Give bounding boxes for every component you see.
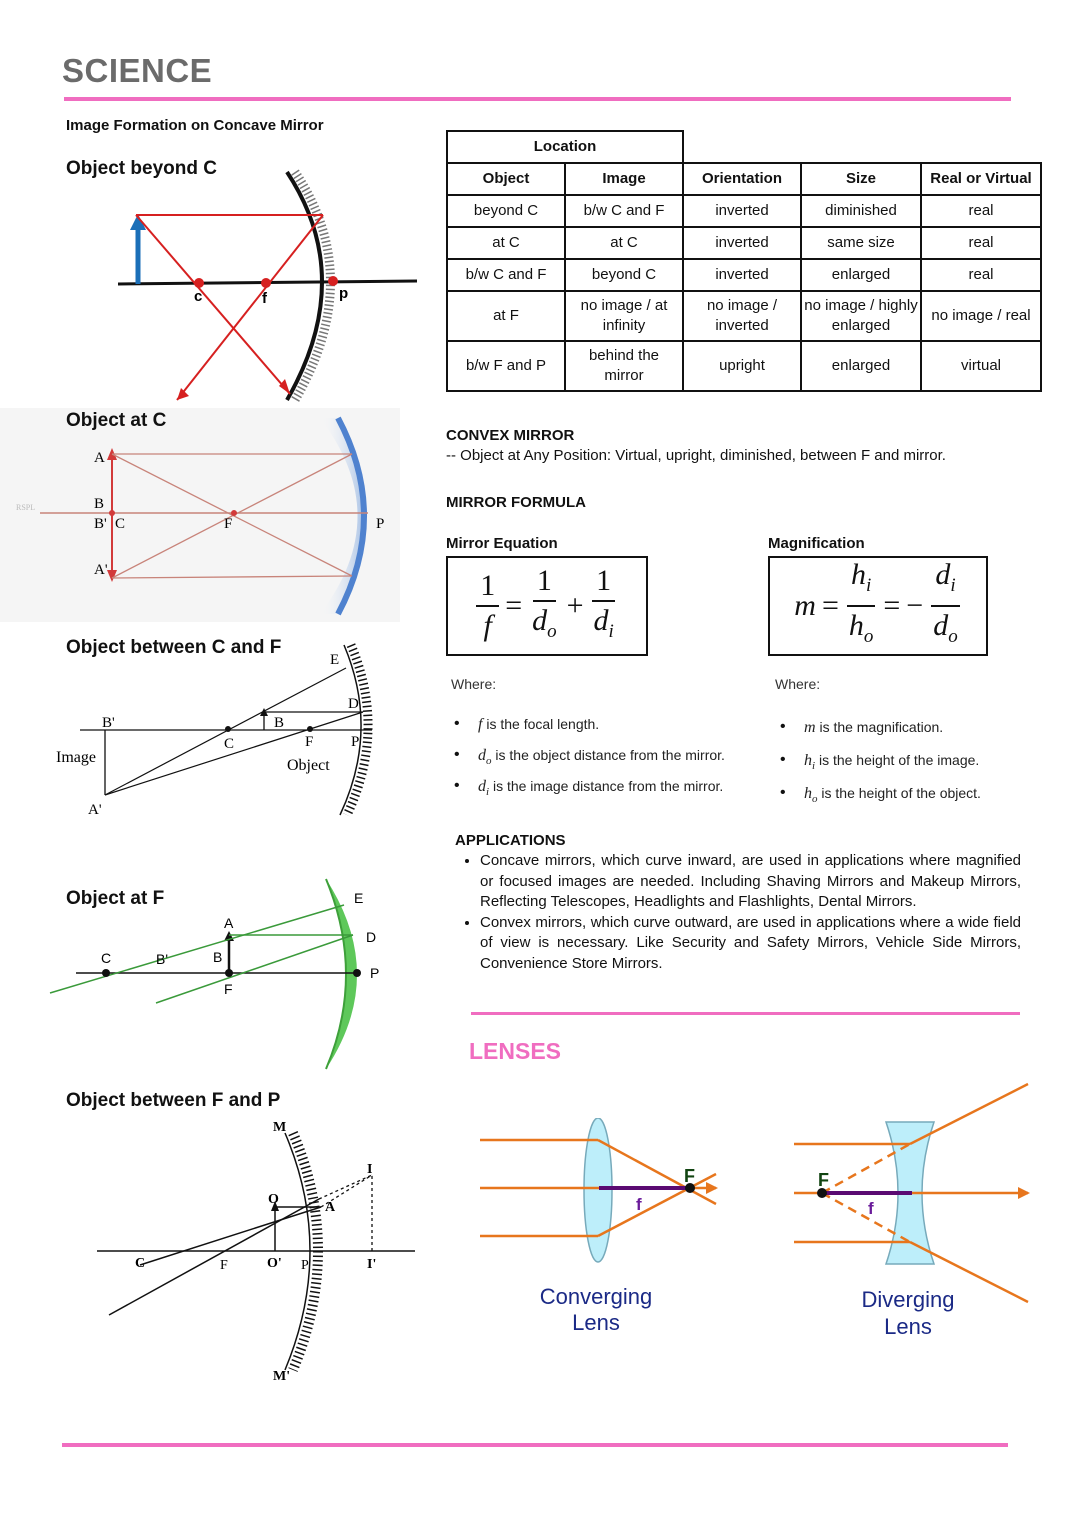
svg-text:D: D [366,929,376,945]
section-title-between-f-p: Object between F and P [66,1090,281,1111]
svg-text:D: D [348,696,359,712]
label-f: f [262,290,268,307]
table-header-row: Object Image Orientation Size Real or Vi… [446,162,1042,196]
diagram-object-beyond-c: c f p [117,169,418,403]
svg-text:C: C [135,1256,145,1271]
svg-text:M': M' [273,1369,290,1384]
section-title-between-c-f: Object between C and F [66,637,282,658]
svg-text:f: f [636,1195,642,1214]
svg-text:C: C [115,516,125,532]
svg-text:P: P [370,965,379,981]
diverging-lens-diagram: F f Diverging Lens [794,1082,1030,1339]
convex-text: -- Object at Any Position: Virtual, upri… [446,447,946,464]
svg-text:f: f [868,1199,874,1218]
svg-text:F: F [818,1170,829,1190]
image-location-table: Location Object Image Orientation Size R… [446,130,1042,392]
footer-divider [62,1443,1008,1447]
svg-text:I: I [367,1162,372,1177]
svg-text:P: P [351,734,359,750]
svg-text:P: P [301,1258,309,1273]
svg-text:C: C [224,736,234,752]
section-title-at-c: Object at C [66,410,167,431]
list-item: hi is the height of the image. [774,750,981,783]
diagram-object-at-c-panel [0,408,400,622]
table-group-header: Location [446,130,684,164]
list-item: ho is the height of the object. [774,783,981,816]
where-label-magnification: Where: [775,676,821,692]
section-title-at-f: Object at F [66,888,165,909]
svg-text:B': B' [94,516,107,532]
svg-text:A': A' [94,562,108,578]
applications-list: Concave mirrors, which curve inward, are… [456,851,1021,974]
diagram-object-at-c: A B B' C F P A' RSPL [16,416,384,616]
magnification-definitions: m is the magnification. hi is the height… [774,717,981,816]
formula-title: MIRROR FORMULA [446,494,586,511]
svg-text:Object: Object [287,757,330,774]
svg-text:E: E [330,652,339,668]
svg-text:A: A [224,915,234,931]
magnification-label: Magnification [768,535,865,552]
svg-text:F: F [224,516,232,532]
svg-text:B': B' [156,951,168,967]
svg-text:F: F [220,1258,228,1273]
svg-text:A: A [325,1200,336,1215]
converging-lens-label-1: Converging [540,1284,653,1309]
label-c: c [194,288,202,305]
where-label-equation: Where: [451,676,497,692]
svg-text:M: M [273,1120,286,1135]
svg-text:A: A [94,450,105,466]
diverging-lens-label-1: Diverging [862,1287,955,1312]
diagram-object-at-f: E A D C B' B P F [49,878,379,1070]
svg-text:F: F [305,734,313,750]
label-p: p [339,285,348,302]
list-item: Convex mirrors, which curve outward, are… [480,913,1021,975]
diagram-object-between-c-f: E D B' B C F P Image Object A' [56,643,373,818]
svg-text:Image: Image [56,749,96,766]
svg-text:P: P [376,516,384,532]
svg-text:B: B [274,715,284,731]
svg-text:O': O' [267,1256,282,1271]
diverging-lens-label-2: Lens [884,1314,932,1339]
lenses-title: LENSES [469,1038,562,1064]
applications-title: APPLICATIONS [455,832,566,849]
svg-text:B: B [94,496,104,512]
svg-text:F: F [224,981,233,997]
svg-text:I': I' [367,1257,376,1272]
svg-text:B': B' [102,715,115,731]
svg-text:F: F [684,1166,695,1186]
list-item: Concave mirrors, which curve inward, are… [480,851,1021,913]
converging-lens-label-2: Lens [572,1310,620,1335]
svg-text:A': A' [88,802,102,818]
lenses-divider [471,1012,1020,1015]
list-item: m is the magnification. [774,717,981,750]
diagram-object-between-f-p: M I O A C F O' P I' M' [97,1120,415,1384]
convex-title: CONVEX MIRROR [446,427,575,444]
converging-lens-diagram: F f Converging Lens [480,1118,718,1335]
list-item: di is the image distance from the mirror… [448,776,725,807]
section-title-beyond-c: Object beyond C [66,158,217,179]
header-divider [64,97,1011,101]
svg-text:RSPL: RSPL [16,503,35,512]
svg-text:B: B [213,949,222,965]
page-title: SCIENCE [62,52,213,89]
list-item: f is the focal length. [448,714,725,745]
svg-text:C: C [101,950,111,966]
equation-definitions: f is the focal length. do is the object … [448,714,725,807]
list-item: do is the object distance from the mirro… [448,745,725,776]
concave-heading: Image Formation on Concave Mirror [66,117,324,134]
svg-text:E: E [354,890,363,906]
svg-text:O: O [268,1192,279,1207]
equation-label: Mirror Equation [446,535,558,552]
